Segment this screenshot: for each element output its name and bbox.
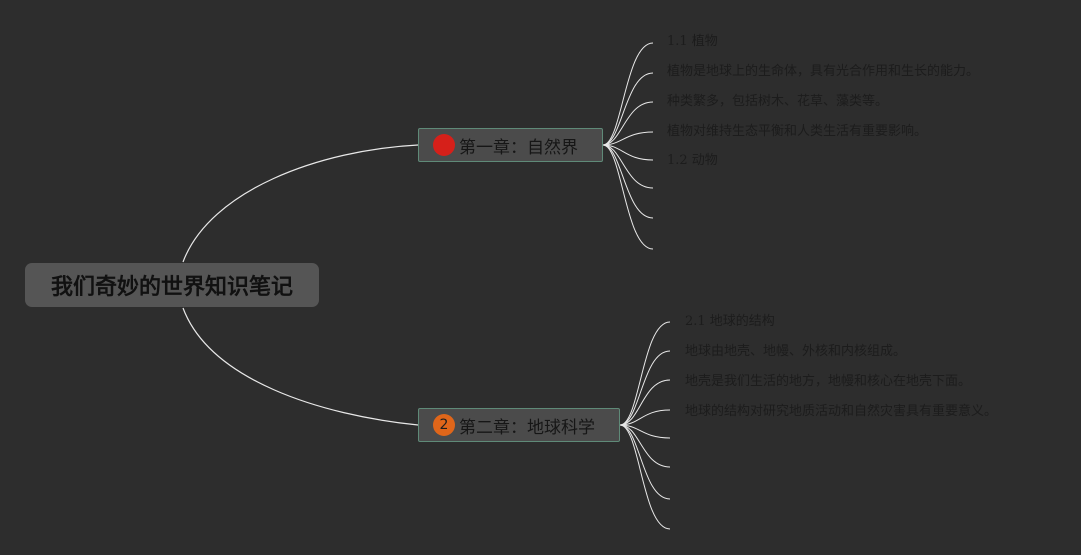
- chapter-1-branches: [602, 42, 654, 250]
- chapter-2-topic[interactable]: 2 第二章：地球科学: [418, 408, 620, 442]
- priority-2-marker-icon: 2: [433, 414, 455, 436]
- branch-2-4: [619, 409, 671, 426]
- branch-2-3: [619, 379, 671, 426]
- branch-2-7: [619, 424, 671, 500]
- branch-2-8: [619, 424, 671, 530]
- central-topic-title: 我们奇妙的世界知识笔记: [50, 275, 293, 300]
- subtopic-1-2[interactable]: 植物是地球上的生命体，具有光合作用和生长的能力。: [667, 64, 980, 79]
- subtopic-2-2[interactable]: 地球由地壳、地幔、外核和内核组成。: [685, 344, 907, 359]
- subtopic-2-3[interactable]: 地壳是我们生活的地方，地幔和核心在地壳下面。: [685, 374, 972, 389]
- branch-1-1: [602, 42, 654, 146]
- subtopic-2-4[interactable]: 地球的结构对研究地质活动和自然灾害具有重要意义。: [685, 404, 998, 419]
- link-root-chapter-2: [182, 307, 419, 426]
- subtopic-1-1-heading[interactable]: 1.1 植物: [667, 34, 718, 49]
- branch-2-2: [619, 350, 671, 426]
- subtopic-1-5-heading[interactable]: 1.2 动物: [667, 153, 718, 168]
- branch-1-2: [602, 72, 654, 146]
- branch-1-4: [602, 131, 654, 146]
- subtopic-2-1-heading[interactable]: 2.1 地球的结构: [685, 314, 775, 329]
- priority-1-marker-icon: 1: [433, 134, 455, 156]
- central-topic[interactable]: 我们奇妙的世界知识笔记: [25, 263, 319, 307]
- chapter-1-title: 第一章：自然界: [459, 137, 578, 158]
- branch-1-8: [602, 144, 654, 250]
- link-root-chapter-1: [182, 144, 419, 263]
- branch-1-6: [602, 144, 654, 189]
- subtopic-1-3[interactable]: 种类繁多，包括树木、花草、藻类等。: [667, 94, 889, 109]
- chapter-2-branches: [619, 321, 671, 530]
- branch-2-6: [619, 424, 671, 468]
- branch-2-1: [619, 321, 671, 426]
- subtopic-1-4[interactable]: 植物对维持生态平衡和人类生活有重要影响。: [667, 124, 928, 139]
- chapter-2-title: 第二章：地球科学: [459, 417, 595, 438]
- branch-1-7: [602, 144, 654, 219]
- branch-1-3: [602, 101, 654, 146]
- chapter-1-topic[interactable]: 1 第一章：自然界: [418, 128, 603, 162]
